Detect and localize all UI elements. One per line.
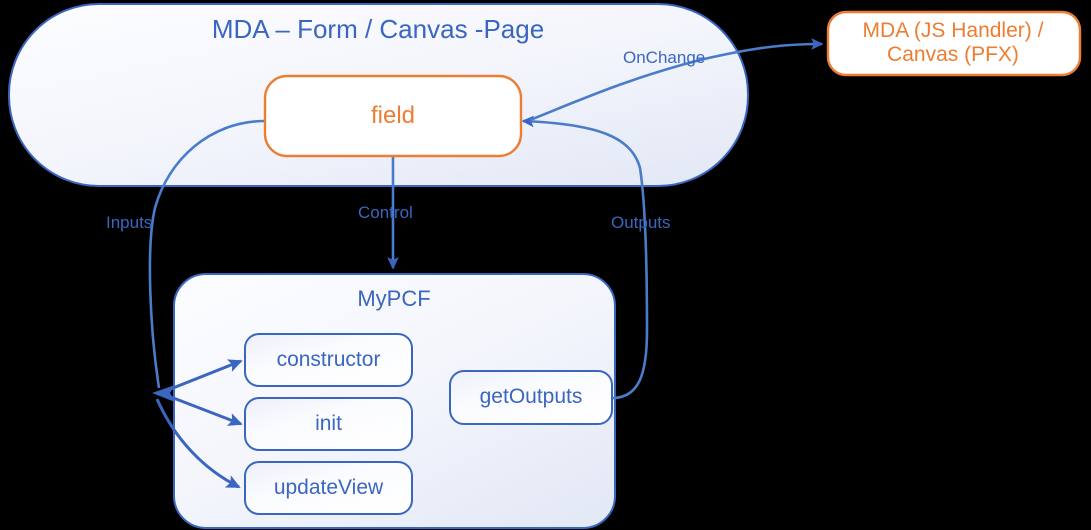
mypcf-container-shape xyxy=(173,273,616,529)
edge-inputs-junction-head xyxy=(152,385,175,402)
js-handler-box-label[interactable]: MDA (JS Handler) / Canvas (PFX) xyxy=(862,18,1044,66)
edge-label-outputs: Outputs xyxy=(611,213,671,232)
edge-inputs-to-init xyxy=(162,392,243,426)
constructor-box-shape xyxy=(244,333,413,387)
init-box-label[interactable]: init xyxy=(315,411,342,435)
get-outputs-box-shape xyxy=(449,370,613,425)
edge-label-control: Control xyxy=(358,203,413,222)
edge-inputs xyxy=(148,119,266,389)
update-view-box-shape xyxy=(244,461,413,515)
edge-onchange xyxy=(529,38,824,122)
mypcf-container-title: MyPCF xyxy=(357,286,431,312)
mda-container-title: MDA – Form / Canvas -Page xyxy=(211,14,545,45)
mda-container-shape xyxy=(8,3,749,187)
edge-label-inputs: Inputs xyxy=(106,213,153,232)
constructor-box-label[interactable]: constructor xyxy=(276,347,381,371)
field-box-label[interactable]: field xyxy=(370,102,416,130)
get-outputs-box-label[interactable]: getOutputs xyxy=(479,385,583,409)
edge-inputs-to-update-view xyxy=(155,398,241,489)
edge-inputs-to-constructor xyxy=(162,359,243,394)
js-handler-box-shape xyxy=(826,10,1082,77)
field-box-shape xyxy=(263,74,523,158)
update-view-box-label[interactable]: updateView xyxy=(273,475,384,499)
edge-outputs xyxy=(521,115,649,400)
init-box-shape xyxy=(244,397,413,451)
edge-label-onchange: OnChange xyxy=(623,48,706,67)
